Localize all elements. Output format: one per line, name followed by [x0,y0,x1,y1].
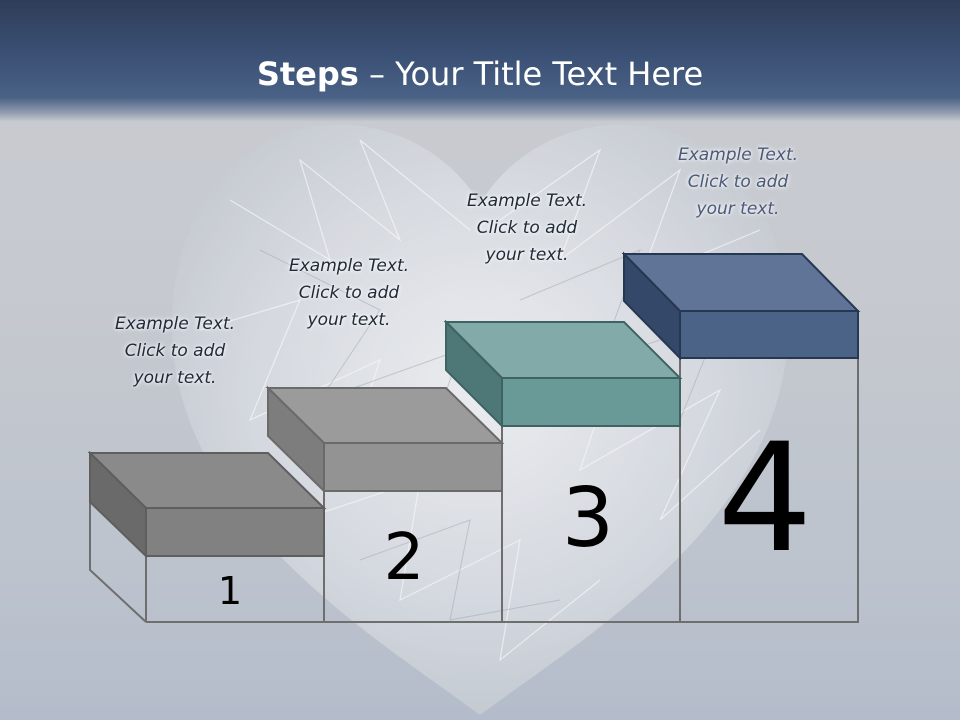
title-bar [0,0,960,122]
step-4-text-line1: Example Text. [677,145,799,165]
title-bold: Steps [256,55,359,93]
step-1-text-line1: Example Text. [114,314,236,334]
step-1-number: 1 [217,569,243,613]
step-1-text-line2: Click to add [124,341,226,361]
step-2-text-line3: your text. [307,310,391,330]
step-2-text-line2: Click to add [298,283,400,303]
step-4-text-line2: Click to add [687,172,789,192]
step-4-block [621,251,861,361]
step-3-text-line3: your text. [485,245,569,265]
step-1-block [87,450,327,559]
step-4-text[interactable]: Example Text. Click to add your text. [648,142,828,223]
step-3-text-line2: Click to add [476,218,578,238]
step-4-text-line3: your text. [696,199,780,219]
step-1-text-line3: your text. [133,368,217,388]
step-1-text[interactable]: Example Text. Click to add your text. [85,311,265,392]
title-rest: – Your Title Text Here [358,55,704,93]
step-2-block [265,385,505,494]
step-3-block [443,319,683,429]
step-2-text-line1: Example Text. [288,256,410,276]
step-4-number: 4 [717,412,813,586]
step-2-number: 2 [383,521,425,595]
step-3-text-line1: Example Text. [466,191,588,211]
slide-title[interactable]: Steps – Your Title Text Here [0,52,960,96]
step-2-text[interactable]: Example Text. Click to add your text. [259,253,439,334]
step-3-number: 3 [561,471,615,566]
step-3-text[interactable]: Example Text. Click to add your text. [437,188,617,269]
